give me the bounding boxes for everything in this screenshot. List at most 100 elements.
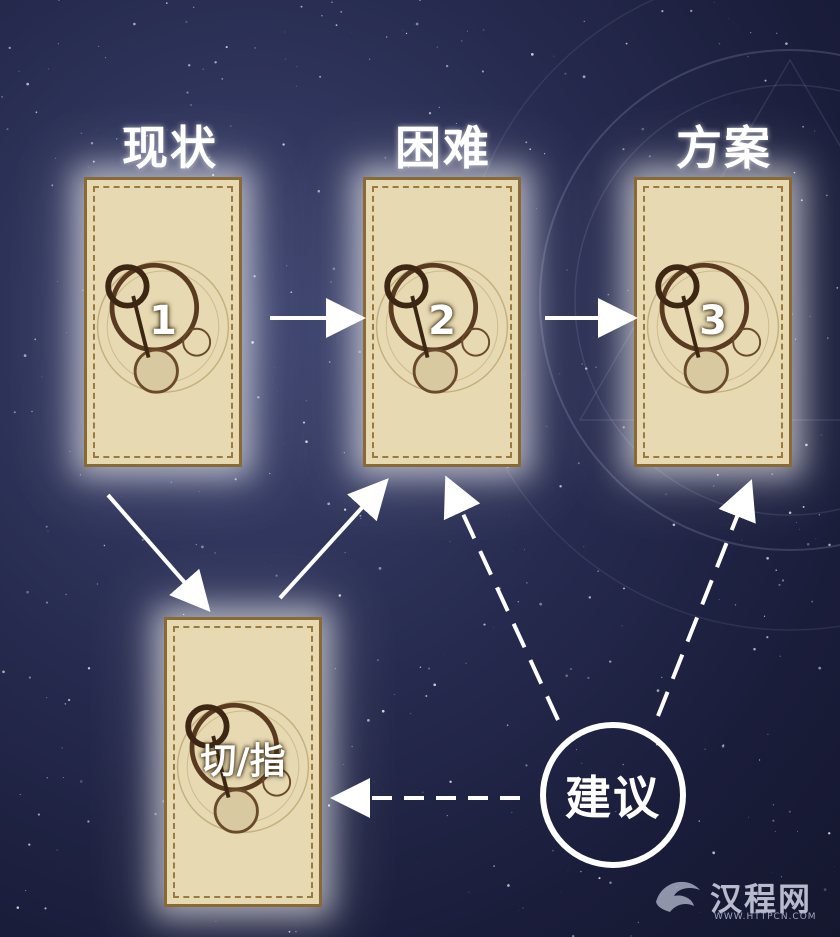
star — [750, 31, 752, 34]
star — [438, 106, 440, 109]
star — [539, 602, 543, 606]
star — [26, 82, 30, 86]
star — [275, 574, 278, 577]
star — [34, 338, 37, 341]
star — [763, 615, 766, 617]
star — [55, 157, 56, 159]
star — [788, 511, 792, 515]
star — [546, 425, 548, 427]
star — [809, 315, 811, 317]
star — [802, 125, 804, 128]
star — [214, 552, 216, 554]
star — [122, 128, 124, 130]
star — [721, 745, 725, 748]
star — [436, 46, 438, 48]
card-emblem-icon — [176, 700, 310, 834]
star — [367, 719, 370, 722]
star — [722, 744, 725, 747]
star — [18, 70, 20, 72]
star — [461, 40, 463, 42]
star — [133, 22, 136, 26]
star — [57, 280, 58, 282]
star — [587, 676, 590, 680]
star — [775, 569, 778, 572]
star — [825, 194, 828, 197]
card-entry-label: 切/指 — [200, 741, 286, 782]
dragon-logo-icon — [656, 881, 700, 912]
star — [79, 474, 81, 476]
star — [340, 10, 343, 13]
star — [398, 148, 401, 150]
star — [766, 556, 769, 560]
star — [772, 819, 775, 822]
star — [713, 2, 715, 3]
star — [409, 712, 412, 715]
star — [327, 502, 331, 506]
star — [622, 426, 625, 429]
star — [814, 130, 816, 132]
star — [800, 199, 803, 202]
card-current: 1 — [84, 177, 242, 467]
star — [1, 96, 3, 98]
star — [492, 627, 494, 628]
star — [285, 58, 287, 60]
star — [28, 676, 31, 679]
star — [351, 746, 353, 748]
star — [766, 636, 769, 639]
star — [716, 473, 719, 476]
star — [794, 338, 797, 341]
star — [202, 68, 204, 70]
star — [544, 153, 546, 155]
star — [583, 546, 585, 547]
star — [221, 78, 224, 80]
star — [524, 549, 525, 551]
star — [251, 341, 254, 344]
star — [466, 30, 469, 32]
star — [198, 491, 200, 492]
star — [564, 72, 567, 75]
star — [781, 579, 785, 582]
star — [330, 280, 333, 283]
star — [104, 57, 107, 59]
star — [87, 820, 90, 823]
star — [507, 884, 510, 887]
star — [67, 698, 71, 702]
card-emblem-icon — [646, 260, 780, 394]
star — [627, 290, 629, 292]
star — [449, 780, 452, 783]
star — [51, 184, 54, 187]
star — [338, 594, 342, 597]
star — [468, 891, 470, 893]
star — [449, 541, 451, 542]
star — [583, 20, 585, 23]
card-border-inner — [93, 186, 233, 458]
star — [793, 171, 796, 174]
star — [779, 655, 782, 657]
star — [569, 667, 573, 671]
star — [805, 443, 808, 447]
star — [443, 654, 445, 656]
star — [551, 849, 554, 852]
star — [433, 163, 434, 164]
star — [446, 814, 448, 817]
star — [718, 42, 721, 45]
star — [305, 400, 308, 402]
star — [92, 160, 95, 163]
star — [405, 32, 408, 35]
star — [230, 125, 232, 127]
star — [378, 567, 382, 570]
star — [6, 128, 9, 131]
star — [524, 374, 526, 375]
star — [734, 604, 737, 606]
star — [704, 748, 706, 750]
advice-label: 建议 — [565, 771, 661, 825]
star — [87, 166, 89, 168]
card-solution: 3 — [634, 177, 792, 467]
star — [415, 22, 419, 26]
star — [302, 421, 306, 424]
star — [759, 759, 761, 761]
star — [661, 10, 664, 13]
star — [630, 935, 632, 937]
star — [580, 870, 582, 873]
star — [19, 793, 21, 795]
